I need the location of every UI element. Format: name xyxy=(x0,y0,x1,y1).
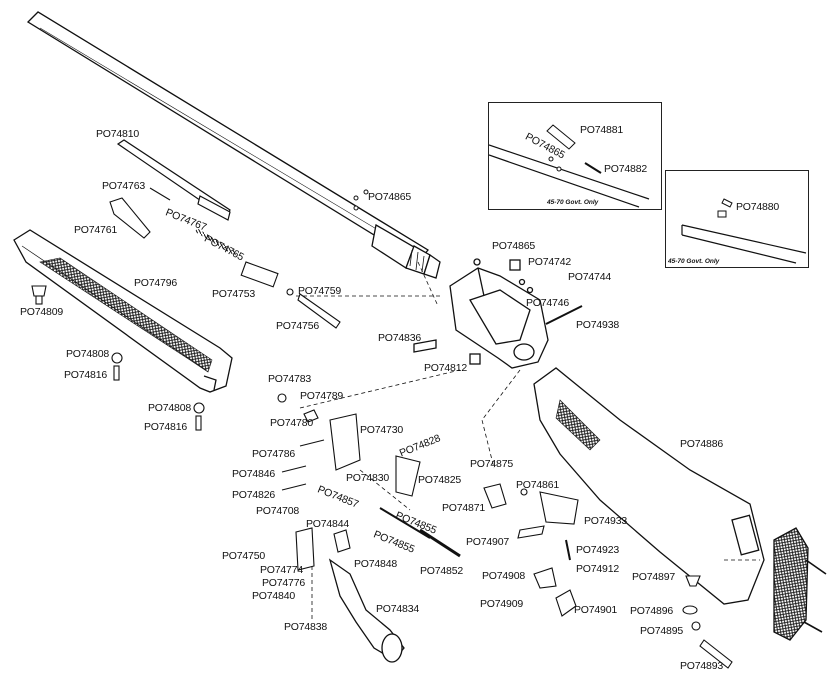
part-label: PO74861 xyxy=(516,479,559,491)
part-label: PO74816 xyxy=(64,369,107,381)
part-label: PO74846 xyxy=(232,468,275,480)
part-label: PO74907 xyxy=(466,536,509,548)
inset-note-front: 45-70 Govt. Only xyxy=(547,199,599,206)
inset-box-45-70-rear: 45-70 Govt. Only xyxy=(665,170,809,268)
part-label: PO74708 xyxy=(256,505,299,517)
part-label: PO74909 xyxy=(480,598,523,610)
part-label: PO74789 xyxy=(300,390,343,402)
part-label: PO74844 xyxy=(306,518,349,530)
part-label: PO74848 xyxy=(354,558,397,570)
part-label: PO74865 xyxy=(492,240,535,252)
forearm-bracket xyxy=(116,139,231,221)
part-label: PO74742 xyxy=(528,256,571,268)
forearm xyxy=(13,229,233,393)
small-parts-left xyxy=(109,187,341,329)
part-label: PO74882 xyxy=(604,163,647,175)
part-label: PO74875 xyxy=(470,458,513,470)
part-label: PO74840 xyxy=(252,590,295,602)
part-label: PO74836 xyxy=(378,332,421,344)
inset-note-rear: 45-70 Govt. Only xyxy=(668,258,720,265)
part-label: PO74880 xyxy=(736,201,779,213)
part-label: PO74730 xyxy=(360,424,403,436)
part-label: PO74871 xyxy=(442,502,485,514)
hammer-group xyxy=(483,483,579,617)
lower-tang-parts xyxy=(277,393,461,571)
part-label: PO74923 xyxy=(576,544,619,556)
part-label: PO74756 xyxy=(276,320,319,332)
part-label: PO74826 xyxy=(232,489,275,501)
forearm-screws xyxy=(31,285,205,431)
assembly-lines xyxy=(296,261,760,620)
part-label: PO74759 xyxy=(298,285,341,297)
lever xyxy=(328,558,405,663)
part-label: PO74761 xyxy=(74,224,117,236)
part-label: PO74834 xyxy=(376,603,419,615)
buttstock xyxy=(533,367,765,605)
part-label: PO74750 xyxy=(222,550,265,562)
stock-bolt-hardware xyxy=(682,575,733,669)
part-label: PO74825 xyxy=(418,474,461,486)
part-label: PO74938 xyxy=(576,319,619,331)
part-label: PO74895 xyxy=(640,625,683,637)
part-label: PO74830 xyxy=(346,472,389,484)
part-label: PO74896 xyxy=(630,605,673,617)
inset-box-45-70-front: 45-70 Govt. Only xyxy=(488,102,662,210)
inset-rear-drawing xyxy=(681,198,807,264)
part-label: PO74796 xyxy=(134,277,177,289)
part-label: PO74783 xyxy=(268,373,311,385)
part-label: PO74865 xyxy=(368,191,411,203)
part-label: PO74816 xyxy=(144,421,187,433)
part-label: PO74780 xyxy=(270,417,313,429)
part-label: PO74810 xyxy=(96,128,139,140)
receiver xyxy=(413,258,583,369)
part-label: PO74786 xyxy=(252,448,295,460)
part-label: PO74812 xyxy=(424,362,467,374)
inset-front-drawing xyxy=(489,124,650,208)
part-label: PO74852 xyxy=(420,565,463,577)
part-label: PO74933 xyxy=(584,515,627,527)
part-label: PO74893 xyxy=(680,660,723,672)
part-label: PO74897 xyxy=(632,571,675,583)
part-label: PO74808 xyxy=(66,348,109,360)
part-label: PO74901 xyxy=(574,604,617,616)
buttplate xyxy=(773,527,827,641)
part-label: PO74808 xyxy=(148,402,191,414)
part-label: PO74746 xyxy=(526,297,569,309)
barrel xyxy=(26,11,441,279)
part-label: PO74886 xyxy=(680,438,723,450)
part-label: PO74838 xyxy=(284,621,327,633)
part-label: PO74763 xyxy=(102,180,145,192)
part-label: PO74908 xyxy=(482,570,525,582)
part-label: PO74912 xyxy=(576,563,619,575)
part-label: PO74809 xyxy=(20,306,63,318)
part-label: PO74776 xyxy=(262,577,305,589)
barrel-pins xyxy=(353,189,369,211)
part-label: PO74881 xyxy=(580,124,623,136)
part-label: PO74774 xyxy=(260,564,303,576)
part-label: PO74744 xyxy=(568,271,611,283)
part-label: PO74753 xyxy=(212,288,255,300)
